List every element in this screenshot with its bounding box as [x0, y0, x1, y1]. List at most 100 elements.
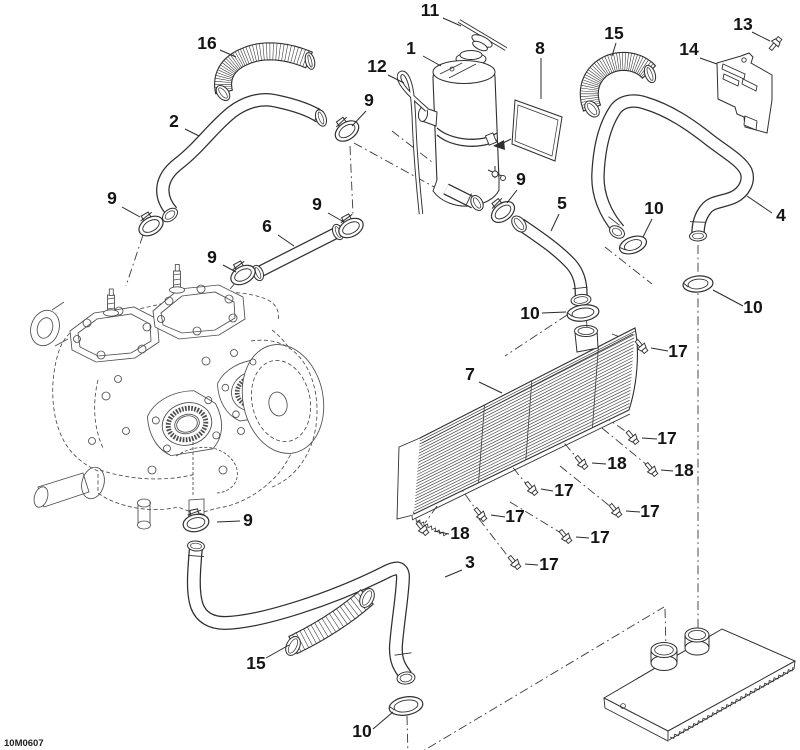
guide-line [478, 518, 511, 560]
rib-line [339, 606, 352, 622]
coolant-tank [396, 19, 508, 215]
hose-opening [314, 109, 328, 127]
screw-icon [524, 480, 539, 497]
callout-17: 17 [539, 554, 558, 574]
leader-line [712, 289, 744, 307]
rib-line [299, 49, 306, 66]
callout-10: 10 [520, 303, 540, 323]
spark-plug [169, 264, 185, 294]
engine [30, 264, 325, 530]
rib-line [237, 50, 246, 66]
callout-9: 9 [516, 169, 526, 189]
screw-icon [415, 520, 430, 537]
strap-buckle [484, 132, 498, 146]
callout-15: 15 [246, 653, 266, 673]
rib-line [252, 44, 257, 62]
leader-line [591, 462, 607, 465]
leader-line [121, 206, 141, 218]
leader-line [478, 381, 503, 394]
callout-10: 10 [352, 721, 372, 741]
fin-line [416, 373, 632, 481]
leader-line [642, 218, 653, 238]
guide-line [604, 246, 653, 285]
spark-plug [103, 288, 119, 317]
fin-line [414, 399, 630, 506]
hose-clamp [138, 211, 164, 237]
leader-line [372, 711, 394, 730]
rib-line [589, 67, 604, 80]
rib-line [215, 77, 232, 82]
rib-line [234, 51, 244, 67]
radiator-seams [478, 346, 599, 483]
rib-line [604, 56, 613, 73]
hose-clamp [338, 213, 364, 239]
hose-opening [187, 540, 205, 552]
hose-opening [511, 215, 527, 233]
rib-line [583, 76, 601, 85]
fin-line [415, 393, 631, 500]
hose-opening [304, 52, 316, 70]
leader-line [540, 488, 554, 492]
rib-line [619, 52, 622, 71]
screw-icon [644, 461, 659, 478]
rib-line [232, 52, 242, 68]
hoses [156, 93, 754, 681]
fin-line [416, 370, 633, 478]
guide-line [423, 606, 665, 750]
rib-line [631, 54, 638, 72]
leader-line [660, 469, 674, 472]
fin-line [418, 340, 635, 451]
hose-band [608, 216, 620, 226]
rib-line [296, 48, 303, 65]
leader-line [216, 520, 241, 523]
rib-line [266, 42, 268, 60]
screw-icon [574, 454, 589, 471]
hose-opening [215, 84, 231, 102]
leader-line [541, 311, 567, 314]
fin-line [415, 390, 631, 497]
guide-line [664, 608, 667, 649]
hose-clamps [138, 116, 516, 533]
rib-line [227, 56, 240, 70]
bracket-hole [741, 57, 747, 63]
hose-clamp [334, 116, 360, 142]
callout-18: 18 [674, 460, 694, 480]
leader-line [490, 514, 506, 518]
hose-clamp [490, 197, 516, 224]
callout-14: 14 [679, 39, 699, 59]
leader-line [277, 234, 295, 247]
callout-4: 4 [776, 205, 786, 225]
intake-socket [147, 390, 222, 457]
gasket-ring [388, 696, 424, 716]
screw-icon [608, 502, 623, 519]
callout-9: 9 [107, 188, 117, 208]
document-code: 10M0607 [4, 738, 44, 749]
rib-line [582, 79, 600, 87]
rib-line [332, 611, 344, 628]
screw-icon [473, 506, 488, 523]
hose-opening [359, 588, 375, 608]
rib-line [580, 95, 599, 97]
callout-8: 8 [535, 38, 545, 58]
rib-line [218, 66, 234, 76]
rib-line [580, 90, 599, 93]
hose-band [466, 193, 472, 205]
rib-line [325, 615, 337, 633]
rib-line [299, 630, 309, 648]
callout-13: 13 [733, 14, 753, 34]
cooler-serrated-edge [669, 666, 794, 739]
rib-line [588, 69, 603, 81]
cooler-stub [650, 642, 678, 671]
guide-line [353, 142, 437, 189]
rib-line [248, 45, 255, 63]
callout-15: 15 [604, 23, 624, 43]
hose-opening [470, 195, 484, 211]
callout-2: 2 [169, 111, 179, 131]
rib-line [616, 52, 620, 71]
callout-12: 12 [367, 56, 387, 76]
screw-icon [558, 528, 573, 545]
fin-line [416, 376, 632, 484]
